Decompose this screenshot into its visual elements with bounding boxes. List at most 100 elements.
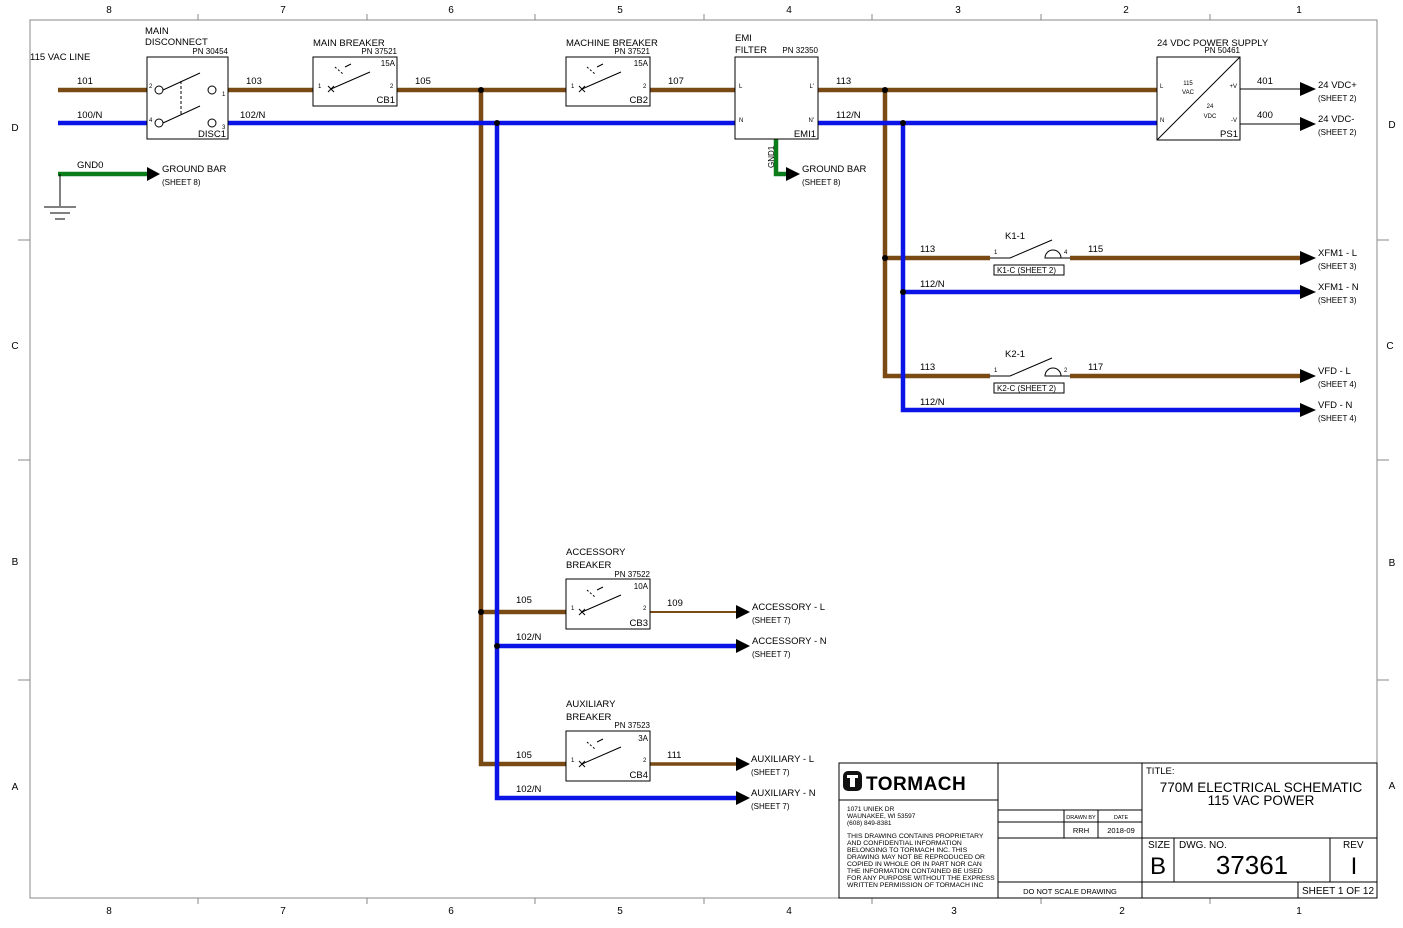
zone-col-3: 3 <box>955 5 961 16</box>
out-24vdc-neg-sheet: (SHEET 2) <box>1318 128 1357 137</box>
emi-title-2: FILTER <box>735 45 767 56</box>
out-24vdc-neg: 24 VDC- <box>1318 114 1354 125</box>
wire-label-105-aux: 105 <box>516 750 532 761</box>
arrow-accessory-l <box>736 605 750 619</box>
auxiliary-pn: PN 37523 <box>614 721 650 730</box>
wire-label-113-k2: 113 <box>920 362 935 373</box>
arrow-heads <box>147 82 1316 805</box>
disconnect-pin: 2 <box>149 84 153 90</box>
disconnect-pn: PN 30454 <box>192 47 228 56</box>
emi-title-1: EMI <box>735 33 752 44</box>
out-accessory-l-sheet: (SHEET 7) <box>752 616 791 625</box>
machine-breaker-pin-out: 2 <box>643 84 647 90</box>
auxiliary-pin-out: 2 <box>643 758 647 764</box>
wire-label-101: 101 <box>77 76 93 87</box>
k1-contact: K1-1 1 4 K1-C (SHEET 2) <box>990 231 1070 276</box>
wire-label-112n-k1: 112/N <box>920 279 945 290</box>
emi-ground-bar-label: GROUND BAR <box>802 164 867 175</box>
accessory-title-1: ACCESSORY <box>566 547 626 558</box>
disconnect-pin: 1 <box>222 92 226 98</box>
arrow-xfm1-n <box>1300 285 1316 299</box>
ground-bar-sheet: (SHEET 8) <box>162 178 201 187</box>
earth-ground-icon <box>44 174 76 220</box>
accessory-pin-in: 1 <box>571 606 575 612</box>
drawing-date: 2018-09 <box>1107 826 1135 835</box>
wire-label-112n-k2: 112/N <box>920 397 945 408</box>
zone-row-b-left: B <box>12 557 19 568</box>
k1-pin-out: 4 <box>1064 250 1068 256</box>
notice-line: WRITTEN PERMISSION OF TORMACH INC <box>847 882 984 889</box>
out-xfm1-n: XFM1 - N <box>1318 282 1359 293</box>
zone-col-1-bottom: 1 <box>1296 906 1302 917</box>
disconnect-pin: 4 <box>149 118 153 124</box>
out-auxiliary-l: AUXILIARY - L <box>751 754 814 765</box>
zone-col-8: 8 <box>106 5 112 16</box>
zone-row-d-right: D <box>1388 120 1395 131</box>
out-vfd-l-sheet: (SHEET 4) <box>1318 380 1357 389</box>
zone-row-c-left: C <box>11 341 18 352</box>
emi-box <box>734 56 819 140</box>
emi-pin-n-out: N' <box>809 118 814 124</box>
zone-letters: D C B A D C B A <box>11 120 1395 793</box>
wire-label-401: 401 <box>1257 76 1273 87</box>
drawing-title-2: 115 VAC POWER <box>1208 793 1315 808</box>
arrow-24vdc-neg <box>1300 117 1316 131</box>
power-supply: 24 VDC POWER SUPPLY PN 50461 115 VAC 24 … <box>1156 38 1269 141</box>
wire-label-113-k1: 113 <box>920 244 935 255</box>
out-auxiliary-n: AUXILIARY - N <box>751 788 816 799</box>
zone-col-4-bottom: 4 <box>786 906 792 917</box>
machine-breaker: MACHINE BREAKER PN 37521 15A 1 2 CB2 <box>565 38 658 107</box>
ps-out-label: 24 <box>1207 104 1214 110</box>
arrow-vfd-l <box>1300 369 1316 383</box>
notice-line: DRAWING MAY NOT BE REPRODUCED OR <box>847 854 985 861</box>
emi-ground-bar-sheet: (SHEET 8) <box>802 178 841 187</box>
wire-label-102n: 102/N <box>240 110 265 121</box>
accessory-ref: CB3 <box>630 618 648 629</box>
wire-gnd1 <box>773 138 786 177</box>
auxiliary-ref: CB4 <box>630 770 648 781</box>
tormach-logo-icon <box>843 771 862 791</box>
out-vfd-n-sheet: (SHEET 4) <box>1318 414 1357 423</box>
zone-col-7: 7 <box>280 5 286 16</box>
drawing-title-1: 770M ELECTRICAL SCHEMATIC <box>1160 780 1363 795</box>
title-label: TITLE: <box>1146 766 1175 777</box>
zone-col-8-bottom: 8 <box>106 906 112 917</box>
main-breaker-pin-out: 2 <box>390 84 394 90</box>
zone-row-a-left: A <box>12 782 19 793</box>
arrow-24vdc-pos <box>1300 82 1316 96</box>
out-accessory-n: ACCESSORY - N <box>752 636 827 647</box>
ground-bar-label: GROUND BAR <box>162 164 227 175</box>
out-xfm1-n-sheet: (SHEET 3) <box>1318 296 1357 305</box>
rev-label: REV <box>1343 840 1364 851</box>
ps-in-label-2: VAC <box>1182 90 1195 96</box>
k1-coil-ref: K1-C (SHEET 2) <box>997 266 1056 275</box>
disconnect-title-1: MAIN <box>145 26 169 37</box>
dwg-no: 37361 <box>1216 850 1288 880</box>
notice-line: THIS DRAWING CONTAINS PROPRIETARY <box>847 833 984 840</box>
disconnect-ref: DISC1 <box>198 129 226 140</box>
main-breaker-ref: CB1 <box>377 95 395 106</box>
out-vfd-l: VFD - L <box>1318 366 1351 377</box>
accessory-pin-out: 2 <box>643 606 647 612</box>
ps-out-label-2: VDC <box>1204 114 1217 120</box>
notice-line: FOR ANY PURPOSE WITHOUT THE EXPRESS <box>847 875 995 882</box>
junction-dot <box>478 87 484 93</box>
zone-ticks <box>18 14 1389 904</box>
machine-breaker-pin-in: 1 <box>571 84 575 90</box>
junction-dots <box>478 87 906 649</box>
zone-numbers-top: 8 7 6 5 4 3 2 1 <box>106 5 1302 16</box>
drawn-by: RRH <box>1073 826 1089 835</box>
rev: I <box>1351 853 1358 880</box>
k1-pin-in: 1 <box>994 250 998 256</box>
accessory-rating: 10A <box>634 582 649 591</box>
emi-gnd-label: GND1 <box>767 145 776 168</box>
machine-breaker-title: MACHINE BREAKER <box>566 38 658 49</box>
zone-col-5-bottom: 5 <box>617 906 623 917</box>
notice-line: COPIED IN WHOLE OR IN PART NOR CAN <box>847 861 982 868</box>
machine-breaker-ref: CB2 <box>630 95 648 106</box>
k2-coil-ref: K2-C (SHEET 2) <box>997 384 1056 393</box>
emi-filter: EMI FILTER PN 32350 L N L' N' EMI1 GND1 <box>734 33 819 168</box>
junction-dot <box>478 609 484 615</box>
main-breaker-pin-in: 1 <box>318 84 322 90</box>
auxiliary-pin-in: 1 <box>571 758 575 764</box>
